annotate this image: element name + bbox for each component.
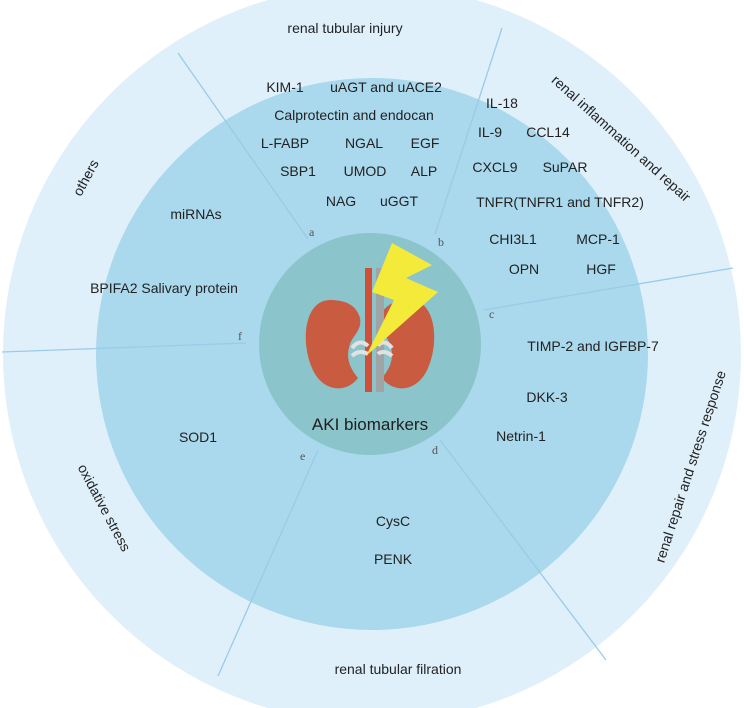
- biomarker-timp2-igfbp7: TIMP-2 and IGFBP-7: [527, 338, 659, 354]
- biomarker-mcp-1: MCP-1: [576, 231, 620, 247]
- biomarker-ngal: NGAL: [345, 135, 383, 151]
- section-f-items: miRNAs BPIFA2 Salivary protein: [90, 206, 238, 296]
- section-letter-e: e: [300, 449, 305, 463]
- biomarker-penk: PENK: [374, 551, 413, 567]
- biomarker-kim-1: KIM-1: [266, 79, 304, 95]
- section-letter-f: f: [238, 329, 242, 343]
- biomarker-opn: OPN: [509, 261, 539, 277]
- biomarker-supar: SuPAR: [543, 159, 588, 175]
- section-title-d: renal tubular filration: [335, 661, 462, 677]
- biomarker-uggt: uGGT: [380, 193, 419, 209]
- biomarker-mirnas: miRNAs: [170, 206, 221, 222]
- divider-d-e: [217, 449, 319, 677]
- biomarker-il-18: IL-18: [486, 95, 518, 111]
- biomarker-chi3l1: CHI3L1: [489, 231, 537, 247]
- lightning-bolt-icon: [366, 243, 438, 356]
- renal-vessels-shape: [350, 340, 394, 358]
- divider-a-b: [434, 27, 503, 235]
- biomarker-sbp1: SBP1: [280, 163, 316, 179]
- biomarker-uagt-uace2: uAGT and uACE2: [330, 79, 442, 95]
- biomarker-cysc: CysC: [376, 513, 410, 529]
- biomarker-sod1: SOD1: [179, 429, 217, 445]
- biomarker-bpifa2: BPIFA2 Salivary protein: [90, 280, 238, 296]
- biomarker-hgf: HGF: [586, 261, 616, 277]
- biomarker-egf: EGF: [411, 135, 440, 151]
- left-kidney-shape: [305, 300, 361, 389]
- section-dividers: [1, 27, 734, 677]
- biomarker-dkk-3: DKK-3: [526, 389, 567, 405]
- biomarker-tnfr: TNFR(TNFR1 and TNFR2): [476, 194, 644, 210]
- biomarker-l-fabp: L-FABP: [261, 135, 309, 151]
- biomarker-ccl14: CCL14: [526, 124, 570, 140]
- section-a-items: KIM-1 uAGT and uACE2 Calprotectin and en…: [261, 79, 442, 209]
- section-letter-c: c: [489, 307, 494, 321]
- biomarker-calprotectin-endocan: Calprotectin and endocan: [274, 107, 434, 123]
- biomarker-il-9: IL-9: [478, 124, 502, 140]
- aorta-shape: [365, 268, 372, 392]
- biomarker-umod: UMOD: [344, 163, 387, 179]
- section-d-items: CysC PENK: [374, 513, 413, 567]
- biomarker-nag: NAG: [326, 193, 356, 209]
- section-e-items: SOD1: [179, 429, 217, 445]
- section-letter-a: a: [309, 225, 315, 239]
- biomarker-cxcl9: CXCL9: [472, 159, 517, 175]
- section-letters: a b c d e f: [238, 225, 494, 463]
- biomarker-alp: ALP: [411, 163, 437, 179]
- kidney-illustration: [305, 243, 438, 392]
- divider-b-c: [483, 267, 734, 311]
- section-letter-d: d: [432, 443, 438, 457]
- section-letter-b: b: [438, 235, 444, 249]
- section-b-items: IL-18 IL-9 CCL14 CXCL9 SuPAR TNFR(TNFR1 …: [472, 95, 643, 277]
- divider-e-f: [1, 342, 247, 353]
- center-label: AKI biomarkers: [312, 415, 428, 434]
- section-title-a: renal tubular injury: [287, 20, 402, 36]
- section-c-items: TIMP-2 and IGFBP-7 DKK-3 Netrin-1: [496, 338, 659, 444]
- divider-a-f: [177, 52, 309, 240]
- divider-c-d: [439, 439, 607, 661]
- biomarker-netrin-1: Netrin-1: [496, 428, 546, 444]
